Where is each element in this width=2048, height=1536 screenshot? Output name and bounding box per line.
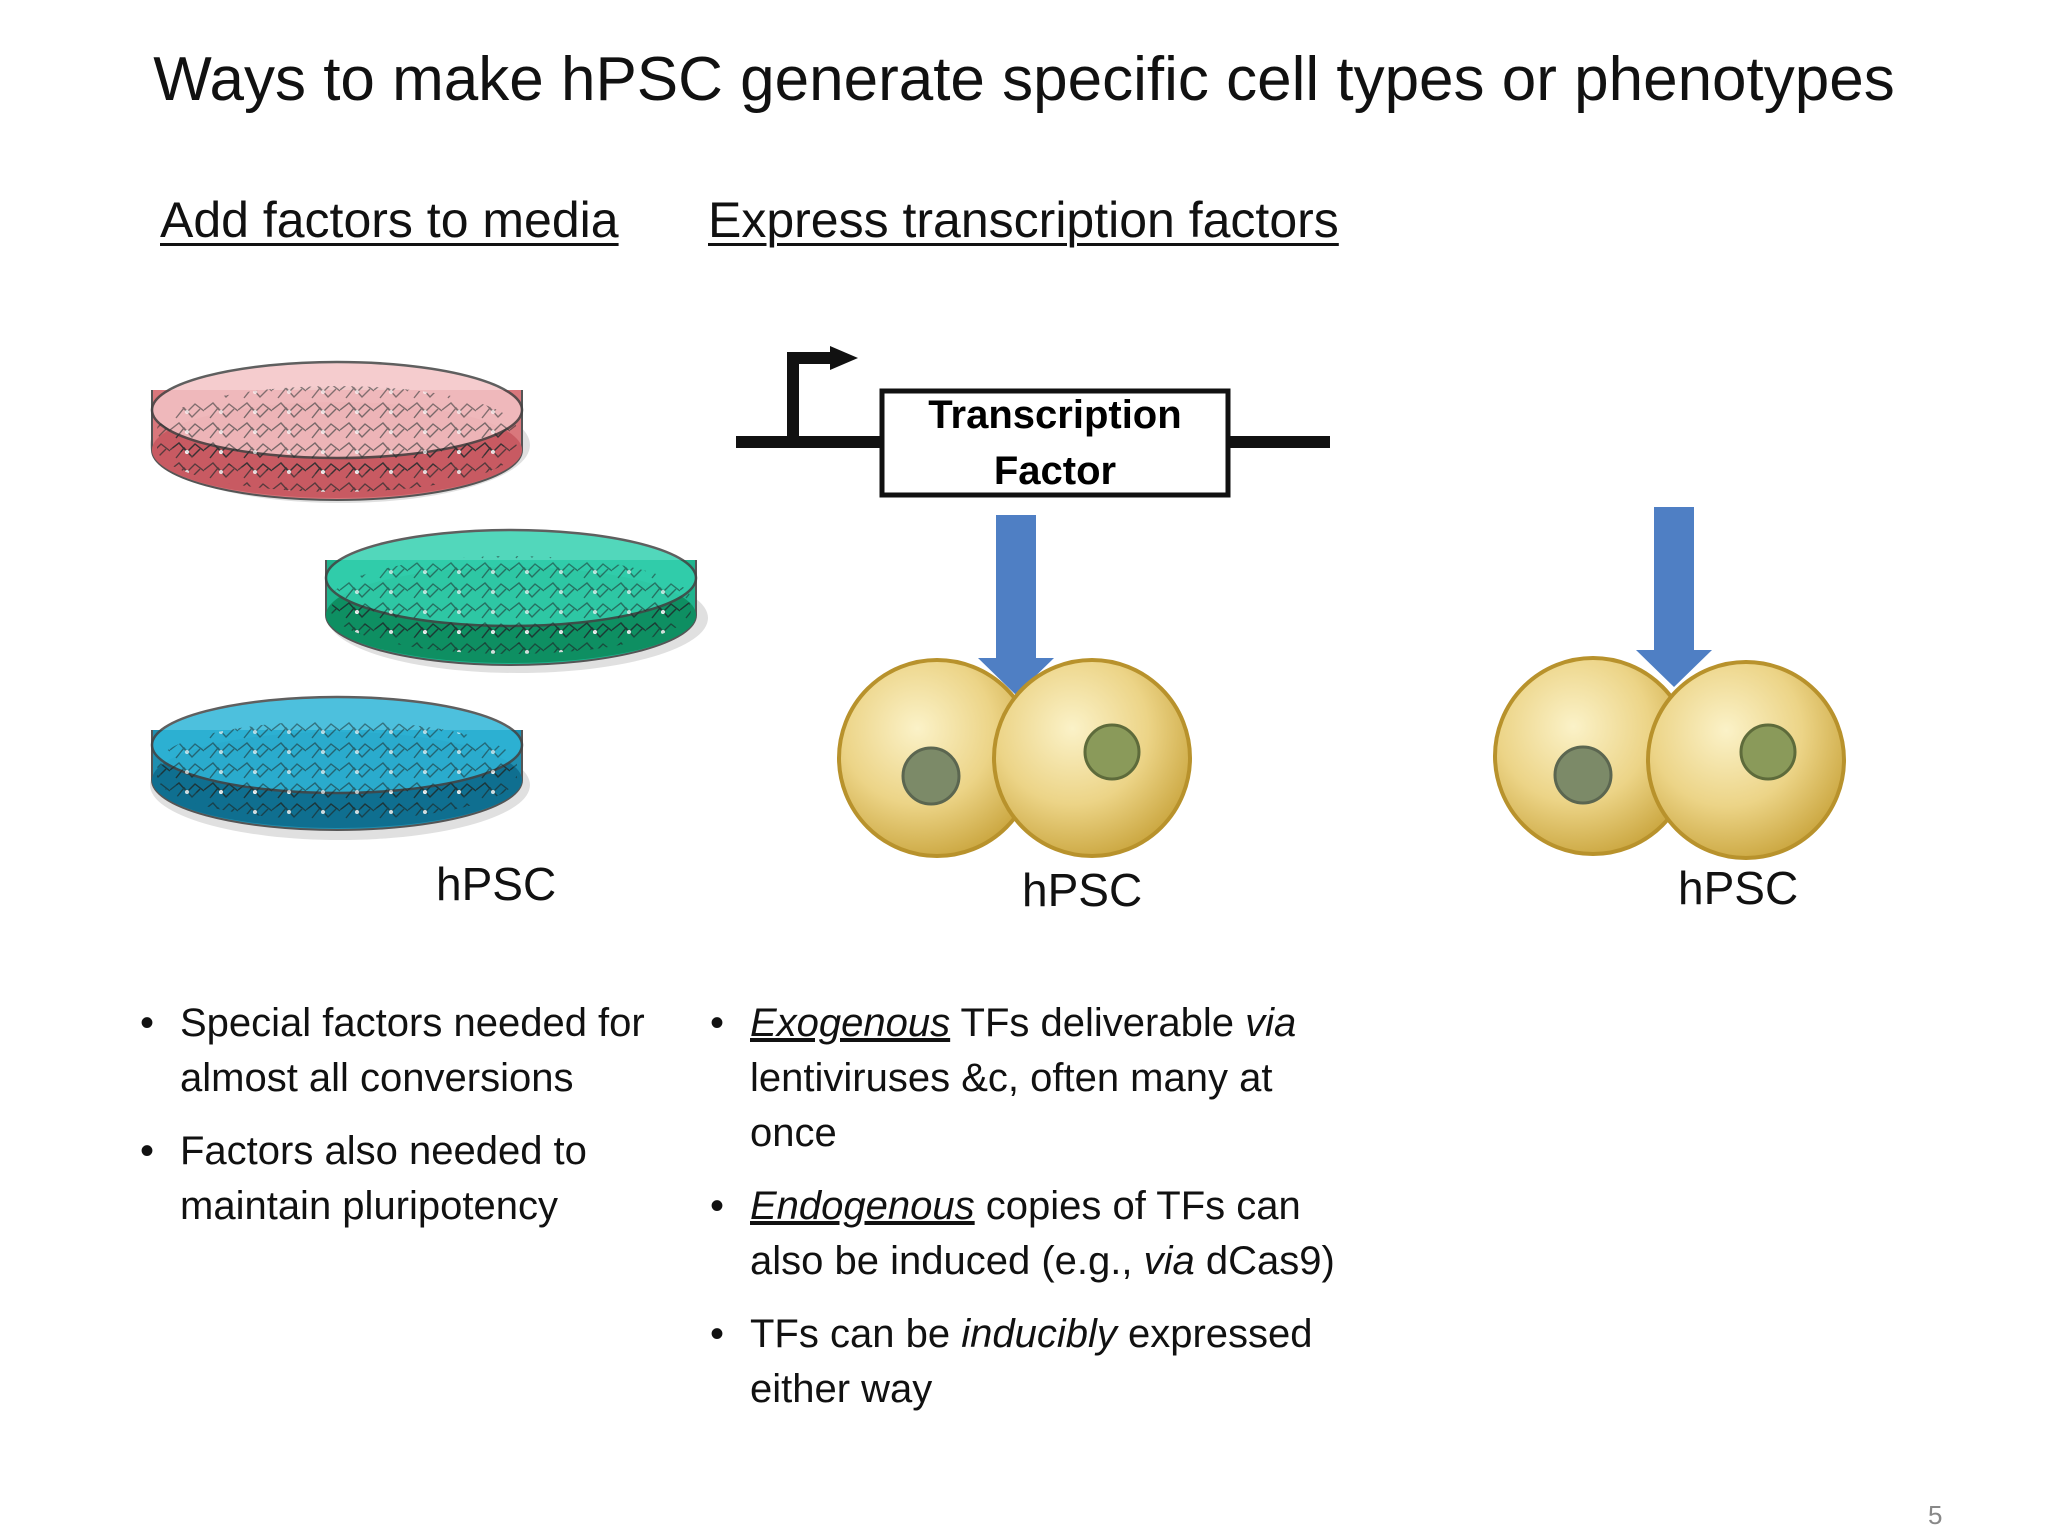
tf-box-line2: Factor <box>994 449 1116 493</box>
tf-bullet-list: Exogenous TFs deliverable via lentivirus… <box>710 996 1350 1435</box>
bullet-item: Exogenous TFs deliverable via lentivirus… <box>710 996 1350 1161</box>
nucleus <box>1083 723 1141 781</box>
cell-label-third: hPSC <box>1678 862 1799 914</box>
bullet-item: Factors also needed to maintain pluripot… <box>140 1124 680 1234</box>
transcription-factor-box <box>879 388 1231 498</box>
media-bullet-list: Special factors needed for almost all co… <box>140 996 680 1252</box>
bullet-item: TFs can be inducibly expressed either wa… <box>710 1307 1350 1417</box>
gene-construct: Transcription Factor <box>736 346 1330 498</box>
culture-dish-green <box>324 528 708 673</box>
bullet-item: Special factors needed for almost all co… <box>140 996 680 1106</box>
nucleus <box>901 746 961 806</box>
bullet-item: Endogenous copies of TFs can also be ind… <box>710 1179 1350 1289</box>
promoter-arrow-icon <box>787 352 832 442</box>
hpsc-cell-pair <box>1493 656 1846 860</box>
tf-box-line1: Transcription <box>928 393 1181 437</box>
slide-title: Ways to make hPSC generate specific cell… <box>153 45 1895 114</box>
culture-dish-blue <box>150 695 530 840</box>
hpsc-cell-pair <box>837 658 1192 858</box>
page-number: 5 <box>1928 1500 1943 1530</box>
heading-add-factors: Add factors to media <box>160 192 619 248</box>
nucleus <box>1553 745 1613 805</box>
heading-express-tf: Express transcription factors <box>708 192 1339 248</box>
cell-label-tf: hPSC <box>1022 864 1143 916</box>
cell-label-media: hPSC <box>436 858 557 910</box>
down-arrow-icon <box>978 515 1054 695</box>
nucleus <box>1739 723 1797 781</box>
culture-dish-red <box>150 360 530 503</box>
down-arrow-icon <box>1636 507 1712 687</box>
